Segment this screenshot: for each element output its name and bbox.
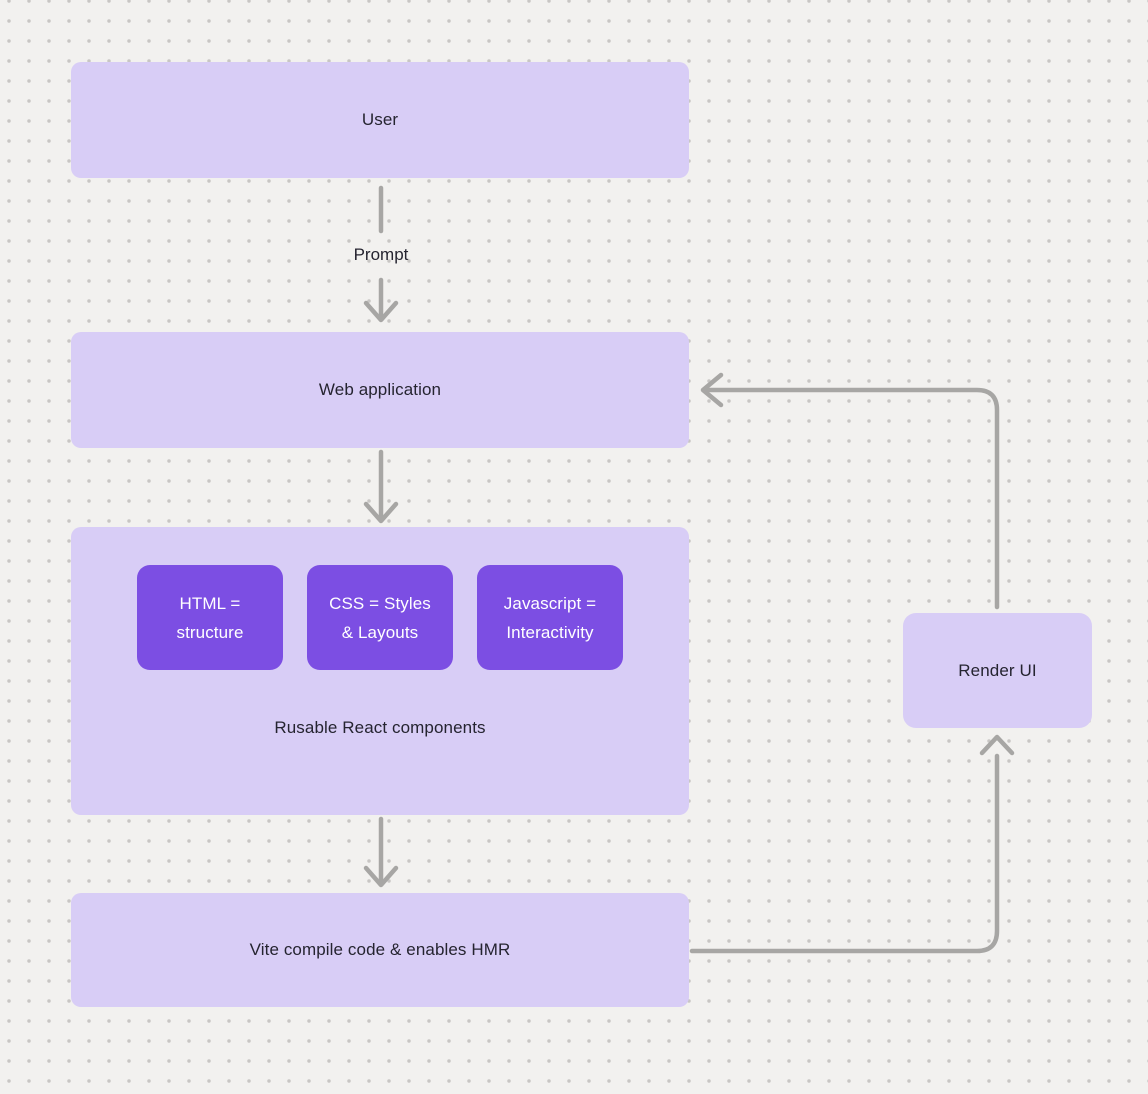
node-render-ui: Render UI <box>903 613 1092 728</box>
chip-css-styles: CSS = Styles & Layouts <box>307 565 453 670</box>
arrow-render-ui-to-webapp <box>700 372 1000 610</box>
node-user: User <box>71 62 689 178</box>
node-vite-label: Vite compile code & enables HMR <box>249 940 511 959</box>
arrowhead-down-icon <box>363 865 399 888</box>
node-vite: Vite compile code & enables HMR <box>71 893 689 1007</box>
node-components-group: HTML = structure CSS = Styles & Layouts … <box>71 527 689 815</box>
node-web-application: Web application <box>71 332 689 448</box>
node-user-label: User <box>361 110 399 129</box>
arrowhead-up-icon <box>979 734 1015 756</box>
arrowhead-left-icon <box>700 372 724 408</box>
arrowhead-down-icon <box>363 501 399 524</box>
components-group-caption: Rusable React components <box>274 718 486 737</box>
chip-html-structure: HTML = structure <box>137 565 283 670</box>
arrow-components-to-vite <box>363 816 399 888</box>
node-web-application-label: Web application <box>318 380 442 399</box>
arrow-vite-to-render-ui <box>689 734 1015 954</box>
node-render-ui-label: Render UI <box>958 660 1037 680</box>
arrowhead-down-icon <box>363 300 399 323</box>
arrow-webapp-to-components <box>363 449 399 524</box>
chip-javascript-interactivity: Javascript = Interactivity <box>477 565 623 670</box>
edge-label-prompt: Prompt <box>353 245 409 264</box>
